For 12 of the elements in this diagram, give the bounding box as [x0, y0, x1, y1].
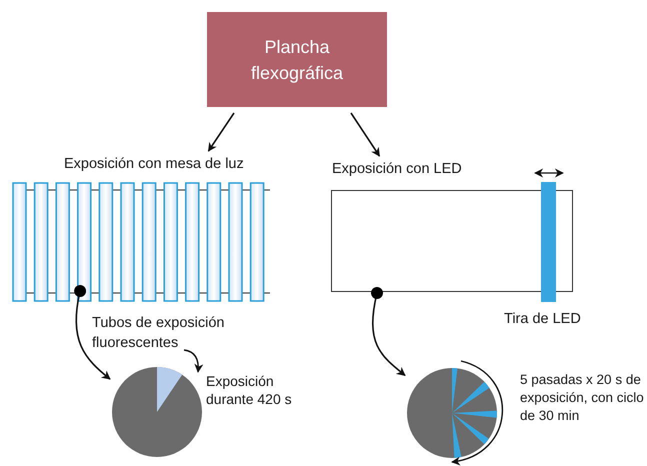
arrow	[370, 287, 406, 376]
plate-box	[207, 12, 387, 107]
part-label: Tubos de exposición fluorescentes	[92, 314, 226, 353]
arrow	[74, 285, 111, 380]
part-label: Tira de LED	[504, 310, 581, 328]
note-text: 5 pasadas x 20 s de exposición, con ciclo de 30 min	[520, 371, 645, 425]
note-text: Exposición durante 420 s	[206, 372, 293, 408]
box-title: Plancha flexográfica	[250, 36, 344, 85]
arrow	[208, 112, 235, 152]
arrow	[350, 112, 380, 157]
section-heading: Exposición con mesa de luz	[64, 155, 244, 173]
section-heading: Exposición con LED	[332, 160, 462, 178]
